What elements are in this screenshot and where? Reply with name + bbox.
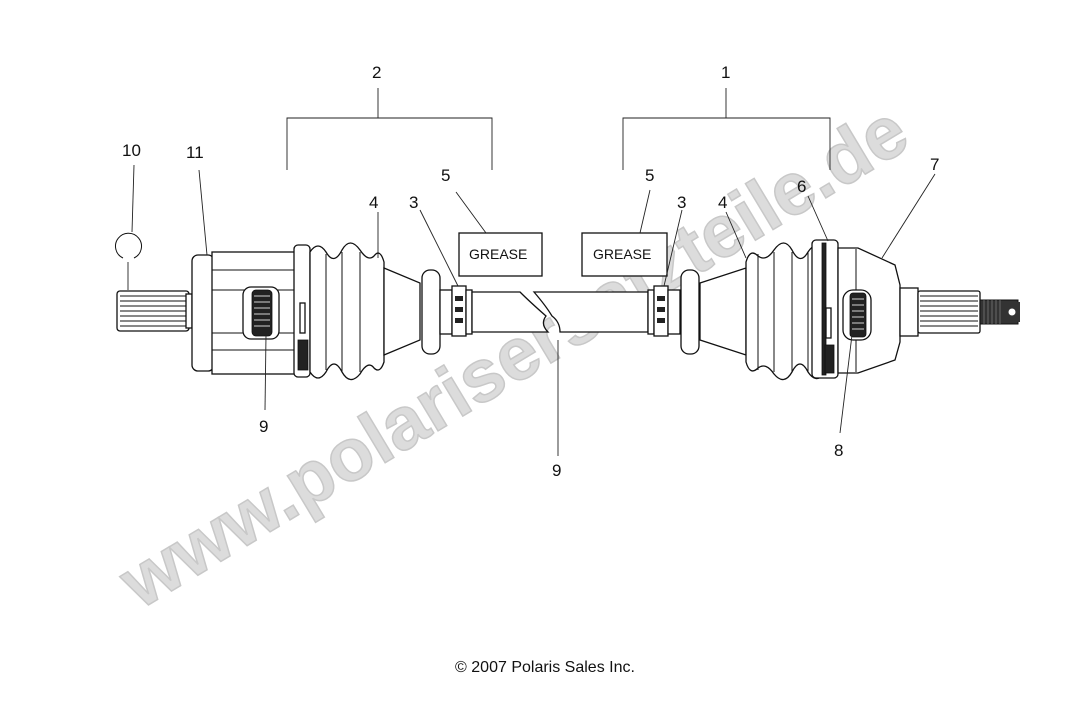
callout-10: 10: [122, 141, 141, 160]
callout-3a: 3: [409, 193, 418, 212]
callout-2: 2: [372, 63, 381, 82]
callout-8: 9: [552, 461, 561, 480]
svg-text:GREASE: GREASE: [469, 246, 527, 262]
outboard-housing-7: 6 7 8: [797, 155, 939, 460]
callout-3b: 3: [677, 193, 686, 212]
callout-7: 7: [930, 155, 939, 174]
callout-5a: 5: [441, 166, 450, 185]
outboard-boot-4: 4: [680, 193, 825, 381]
inboard-housing-11: 11 9: [186, 143, 311, 436]
grease-box-inboard: GREASE 5: [441, 166, 543, 277]
inboard-spline: [116, 290, 193, 332]
callout-9b: 8: [834, 441, 843, 460]
callout-9a: 9: [259, 417, 268, 436]
callout-1: 1: [721, 63, 730, 82]
shaft-8: 9: [471, 291, 649, 480]
bracket-2: 2: [286, 63, 493, 170]
callout-6: 6: [797, 177, 806, 196]
svg-text:GREASE: GREASE: [593, 246, 651, 262]
grease-box-outboard: GREASE 5: [581, 166, 668, 277]
circlip-10: 10: [115, 141, 142, 290]
outboard-clamp-3: 3: [647, 193, 686, 337]
bracket-1: 1: [622, 63, 831, 170]
copyright-text: © 2007 Polaris Sales Inc.: [455, 659, 635, 676]
inboard-boot-4: 4: [309, 193, 441, 381]
callout-5b: 5: [645, 166, 654, 185]
outboard-spline: [899, 287, 1020, 337]
callout-11: 11: [186, 143, 204, 162]
callout-4a: 4: [369, 193, 378, 212]
inboard-clamp-3: 3: [409, 193, 473, 337]
callout-4b: 4: [718, 193, 727, 212]
